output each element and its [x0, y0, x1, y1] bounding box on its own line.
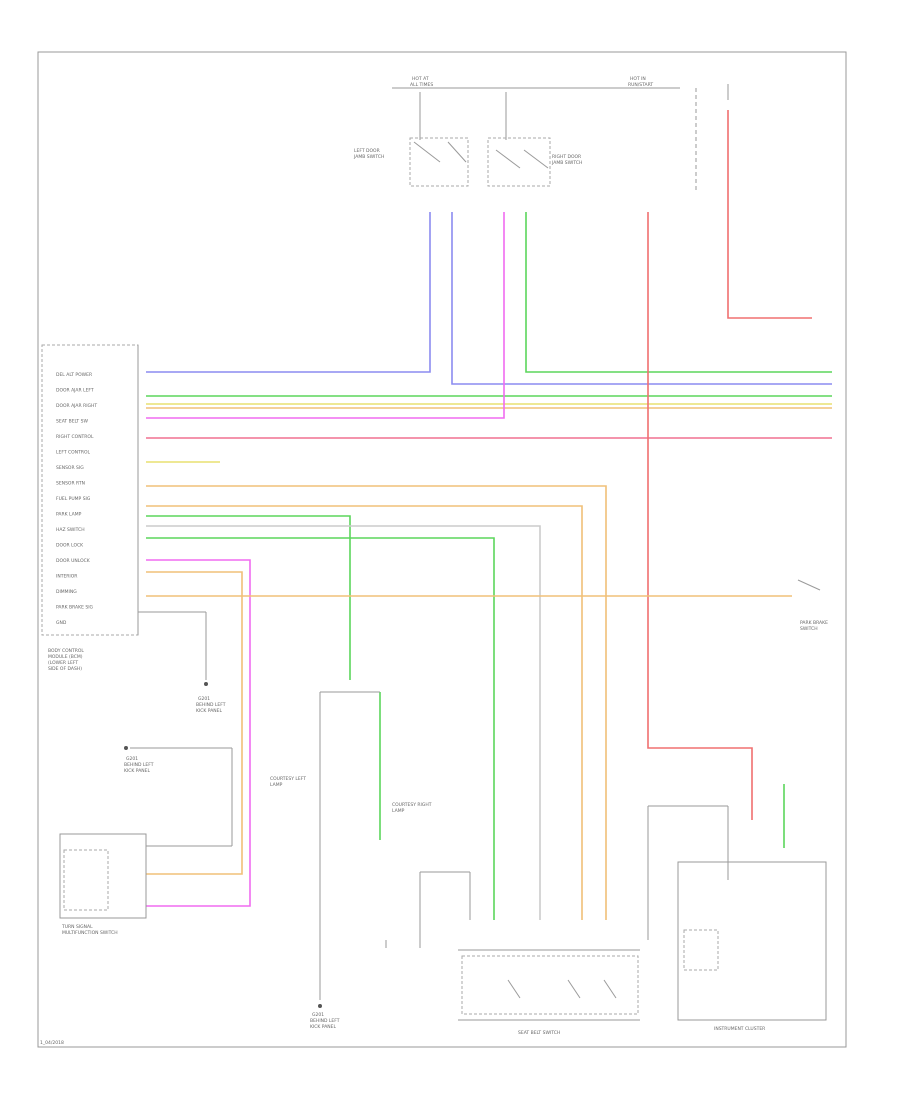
bcm-pin-label: RIGHT CONTROL	[56, 434, 94, 440]
gray-connections	[130, 579, 821, 1000]
right-courtesy-label-1: COURTESY RIGHT	[392, 802, 432, 808]
seat-belt-switch: SEAT BELT SWITCH	[458, 949, 640, 1036]
wire-green-1	[525, 212, 832, 373]
ground-labels: G201 BEHIND LEFT KICK PANEL G201 BEHIND …	[124, 682, 340, 1030]
seat-belt-switch-label: SEAT BELT SWITCH	[518, 1030, 560, 1036]
bcm-pin-label: DOOR UNLOCK	[56, 558, 91, 564]
ground-bcm-3: KICK PANEL	[196, 708, 223, 714]
bcm-label-1: BODY CONTROL	[48, 648, 84, 654]
park-brake-label-1: PARK BRAKE	[800, 620, 828, 626]
wire-gray-1	[146, 525, 541, 920]
left-courtesy-label-2: LAMP	[270, 782, 283, 788]
left-door-switch-label-2: JAMB SWITCH	[353, 154, 384, 160]
hot-at-all-times-label-2: ALL TIMES	[410, 82, 433, 88]
colored-wires	[146, 110, 832, 920]
wire-orange-4	[146, 571, 243, 875]
bcm-pin-label: GND	[56, 620, 67, 626]
instrument-cluster: INSTRUMENT CLUSTER	[677, 861, 827, 1032]
turn-signal-label-1: TURN SIGNAL	[61, 924, 93, 930]
hot-at-all-times-label-1: HOT AT	[412, 76, 429, 82]
hot-in-run-label-2: RUN/START	[628, 82, 653, 88]
left-courtesy-label-1: COURTESY LEFT	[270, 776, 306, 782]
wire-orange-3	[146, 505, 583, 920]
bcm-pin-label: HAZ SWITCH	[56, 527, 85, 533]
right-door-switch-label-2: JAMB SWITCH	[551, 160, 582, 166]
left-door-switch-label-1: LEFT DOOR	[354, 148, 380, 154]
top-power-feeds: HOT AT ALL TIMES HOT IN RUN/START	[392, 76, 729, 190]
wire-blue-2	[451, 212, 832, 385]
bcm-pin-label: FUEL PUMP SIG	[56, 496, 91, 502]
bcm-pin-label: DEL ALT POWER	[56, 372, 92, 378]
ground-bottom-1: G201	[312, 1012, 324, 1018]
diagram-frame	[37, 51, 847, 1048]
bcm-pin-label: SENSOR SIG	[56, 465, 84, 471]
bcm-pin-label: LEFT CONTROL	[56, 450, 91, 456]
ground-bcm-1: G201	[198, 696, 210, 702]
bcm-pin-label: DIMMING	[56, 589, 77, 595]
wire-blue-1	[146, 212, 431, 373]
bcm-pin-label: PARK BRAKE SIG	[56, 605, 94, 611]
turn-signal-switch: TURN SIGNAL MULTIFUNCTION SWITCH	[59, 833, 147, 936]
instrument-cluster-label: INSTRUMENT CLUSTER	[714, 1026, 765, 1032]
wire-red-2	[647, 212, 753, 820]
bcm-pin-label: SEAT BELT SW	[56, 419, 88, 425]
wire-red-1	[727, 110, 812, 319]
bcm-label-2: MODULE (BCM)	[48, 654, 83, 660]
park-brake-label-2: SWITCH	[800, 626, 818, 632]
turn-signal-label-2: MULTIFUNCTION SWITCH	[62, 930, 118, 936]
ground-left-3: KICK PANEL	[124, 768, 151, 774]
bcm-pin-label: DOOR AJAR LEFT	[56, 388, 94, 394]
bcm-pin-label: SENSOR RTN	[56, 481, 85, 487]
wire-green-4	[146, 537, 495, 920]
page-id: 1_04/2018	[40, 1040, 64, 1046]
component-labels: PARK BRAKE SWITCH COURTESY LEFT LAMP COU…	[270, 620, 828, 814]
bcm-label-4: SIDE OF DASH)	[48, 666, 82, 672]
bcm-pin-label: PARK LAMP	[56, 512, 82, 518]
wire-orange-2	[146, 485, 607, 920]
wire-pink-1	[146, 212, 505, 419]
bcm-pin-label: INTERIOR	[56, 574, 77, 580]
bcm-pin-label: DOOR LOCK	[56, 543, 84, 549]
wire-green-3	[146, 515, 351, 680]
ground-left-2: BEHIND LEFT	[124, 762, 154, 768]
hot-in-run-label-1: HOT IN	[630, 76, 646, 82]
bcm-module: DEL ALT POWER DOOR AJAR LEFT DOOR AJAR RIG…	[41, 344, 139, 672]
right-courtesy-label-2: LAMP	[392, 808, 405, 814]
wire-pink-3	[146, 559, 251, 907]
ground-bottom-2: BEHIND LEFT	[310, 1018, 340, 1024]
ground-left-1: G201	[126, 756, 138, 762]
bcm-label-3: (LOWER LEFT	[48, 660, 78, 666]
ground-bottom-3: KICK PANEL	[310, 1024, 337, 1030]
door-jamb-switches: LEFT DOOR JAMB SWITCH RIGHT DOOR JAMB SW…	[353, 92, 582, 187]
bcm-pin-label: DOOR AJAR RIGHT	[56, 403, 97, 409]
ground-bcm-2: BEHIND LEFT	[196, 702, 226, 708]
right-door-switch-label-1: RIGHT DOOR	[552, 154, 581, 160]
